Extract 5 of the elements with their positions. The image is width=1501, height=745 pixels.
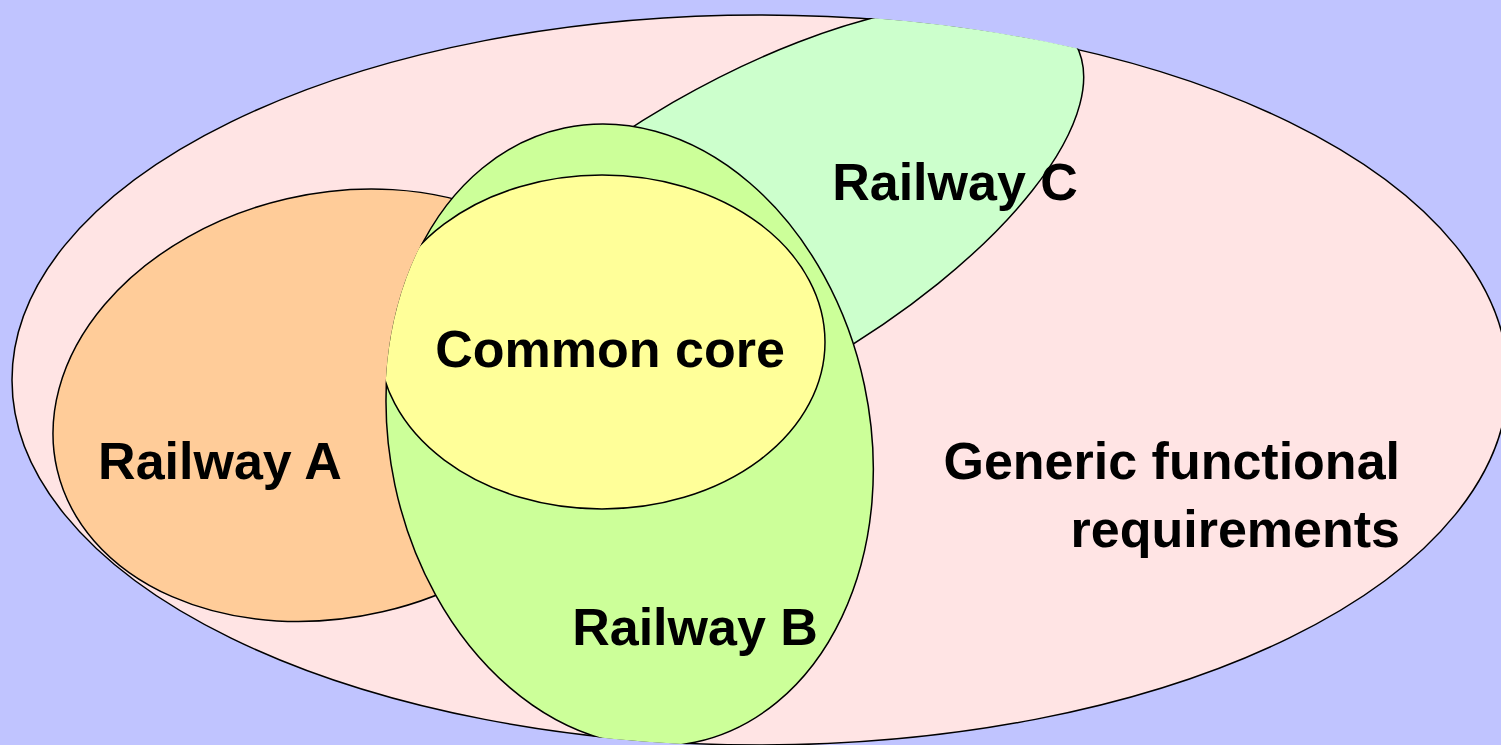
set-label: Railway A (98, 431, 342, 493)
set-label: Railway C (832, 152, 1078, 214)
set-label: Generic functional requirements (942, 431, 1400, 560)
set-label: Railway B (572, 597, 818, 659)
set-label: Common core (435, 319, 785, 381)
